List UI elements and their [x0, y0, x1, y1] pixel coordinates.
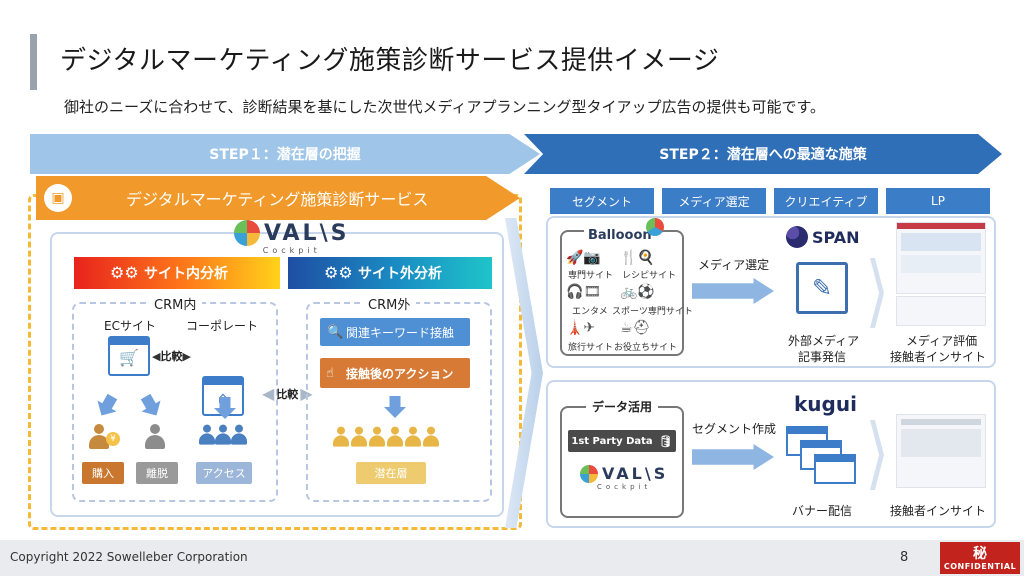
footer-bar — [0, 540, 1024, 576]
category-entertainment: エンタメ — [572, 307, 608, 317]
data-utilization-title: データ活用 — [586, 398, 659, 415]
banner-icon — [814, 454, 856, 484]
lp-dashboard-thumbnail — [896, 222, 986, 294]
data-utilization-box — [560, 406, 684, 518]
yen-coin-icon: ¥ — [106, 432, 120, 446]
category-specialty: 専門サイト — [568, 271, 614, 281]
travel-icon: 🗼✈ — [566, 320, 596, 336]
insight-label: 接触者インサイト — [890, 504, 987, 518]
banner-delivery-label: バナー配信 — [792, 504, 853, 518]
entertainment-icon: 🎧🎞 — [566, 284, 602, 300]
latent-badge: 潜在層 — [356, 462, 426, 484]
tab-segment: セグメント — [550, 188, 654, 214]
internal-analysis-band: ⚙⚙ サイト内分析 — [74, 257, 280, 289]
segment-flow-label: セグメント作成 — [692, 422, 777, 436]
database-icon: 🛢 — [658, 434, 673, 448]
keyword-contact-label: 関連キーワード接触 — [346, 325, 455, 340]
post-contact-action-label: 接触後のアクション — [346, 366, 454, 381]
creative-label-2: 記事発信 — [798, 350, 847, 364]
lp-report-thumbnail — [896, 296, 986, 326]
monitor-icon: ▣ — [44, 184, 72, 212]
valis-mark: VAL\S — [264, 220, 350, 246]
post-contact-action-box: ☝ 接触後のアクション — [320, 358, 470, 388]
churn-badge: 離脱 — [136, 462, 178, 484]
confidential-label: CONFIDENTIAL — [943, 561, 1017, 571]
churn-person-icon — [144, 424, 166, 454]
service-banner: デジタルマーケティング施策診断サービス — [36, 176, 520, 220]
crm-internal-label: CRM内 — [148, 294, 203, 313]
category-travel: 旅行サイト — [568, 343, 614, 353]
copyright: Copyright 2022 Sowelleber Corporation — [10, 550, 248, 564]
kugui-logo: kugui — [794, 392, 857, 416]
arrow-down-icon — [214, 397, 236, 419]
page-number: 8 — [900, 550, 909, 565]
category-useful: お役立ちサイト — [614, 343, 678, 353]
sports-icon: 🚲⚽ — [620, 284, 655, 300]
latent-people-icon — [330, 424, 442, 450]
external-analysis-band: ⚙⚙ サイト外分析 — [288, 257, 492, 289]
balloon-box — [560, 230, 684, 356]
gear-icon: ⚙⚙ — [110, 263, 139, 282]
gear-icon: ⚙⚙ — [324, 263, 353, 282]
confidential-badge: 秘 CONFIDENTIAL — [940, 542, 1020, 574]
external-analysis-label: サイト外分析 — [358, 266, 442, 282]
hand-pointer-icon: ☝ — [326, 365, 334, 381]
balloon-logo: Ballooon — [584, 228, 656, 243]
media-selection-flow-label: メディア選定 — [698, 258, 770, 272]
arrow-down-icon — [384, 396, 406, 418]
title-accent-bar — [30, 34, 37, 90]
recipe-icon: 🍴🍳 — [620, 250, 655, 266]
first-party-data-box: 1st Party Data 🛢 — [568, 430, 676, 452]
step1-banner: STEP１：潜在層の把握 — [30, 134, 540, 174]
lp-label-1: メディア評価 — [906, 334, 978, 348]
lp-label-2: 接触者インサイト — [890, 350, 987, 364]
valis-logo: VAL\S Cockpit — [234, 220, 349, 255]
purchase-badge: 購入 — [82, 462, 124, 484]
category-sports: スポーツ専門サイト — [612, 307, 693, 317]
corporate-label: コーポレート — [186, 319, 259, 333]
span-mark-icon — [786, 226, 808, 248]
page-title: デジタルマーケティング施策診断サービス提供イメージ — [60, 46, 720, 76]
service-banner-label: デジタルマーケティング施策診断サービス — [126, 190, 429, 209]
useful-icon: ☕⛑ — [620, 320, 651, 336]
purchaser-person-icon: ¥ — [88, 424, 120, 454]
compare-external: ◀比較▶ — [262, 384, 313, 403]
tab-lp: LP — [886, 188, 990, 214]
keyword-contact-box: 🔍 関連キーワード接触 — [320, 318, 470, 346]
cart-icon: 🛒 — [119, 348, 139, 367]
valis-burst-icon — [234, 220, 260, 246]
search-icon: 🔍 — [327, 324, 344, 340]
ec-site-screen: 🛒 — [108, 336, 150, 376]
crm-external-label: CRM外 — [362, 294, 417, 313]
access-people-icon — [196, 422, 250, 448]
ec-site-label: ECサイト — [104, 319, 156, 333]
category-recipe: レシピサイト — [622, 271, 677, 281]
internal-analysis-label: サイト内分析 — [144, 266, 228, 282]
step2-banner: STEP２：潜在層への最適な施策 — [524, 134, 1002, 174]
secret-kanji: 秘 — [973, 545, 987, 562]
access-badge: アクセス — [196, 462, 252, 484]
rocket-camera-icon: 🚀📷 — [566, 250, 601, 266]
insight-report-thumbnail — [896, 414, 986, 488]
compare-internal: ◀比較▶ — [152, 350, 191, 363]
valis-burst-icon — [580, 464, 598, 483]
valis-logo-small: VAL\S Cockpit — [580, 464, 668, 491]
edit-document-icon: ✎ — [796, 262, 848, 314]
page-subtitle: 御社のニーズに合わせて、診断結果を基にした次世代メディアプランニング型タイアップ… — [64, 98, 825, 116]
tab-media-selection: メディア選定 — [662, 188, 766, 214]
creative-label-1: 外部メディア — [788, 334, 860, 348]
valis-sub: Cockpit — [262, 246, 321, 255]
span-logo: SPAN — [786, 226, 860, 248]
tab-creative: クリエイティブ — [774, 188, 878, 214]
balloon-mark-icon — [646, 218, 664, 236]
